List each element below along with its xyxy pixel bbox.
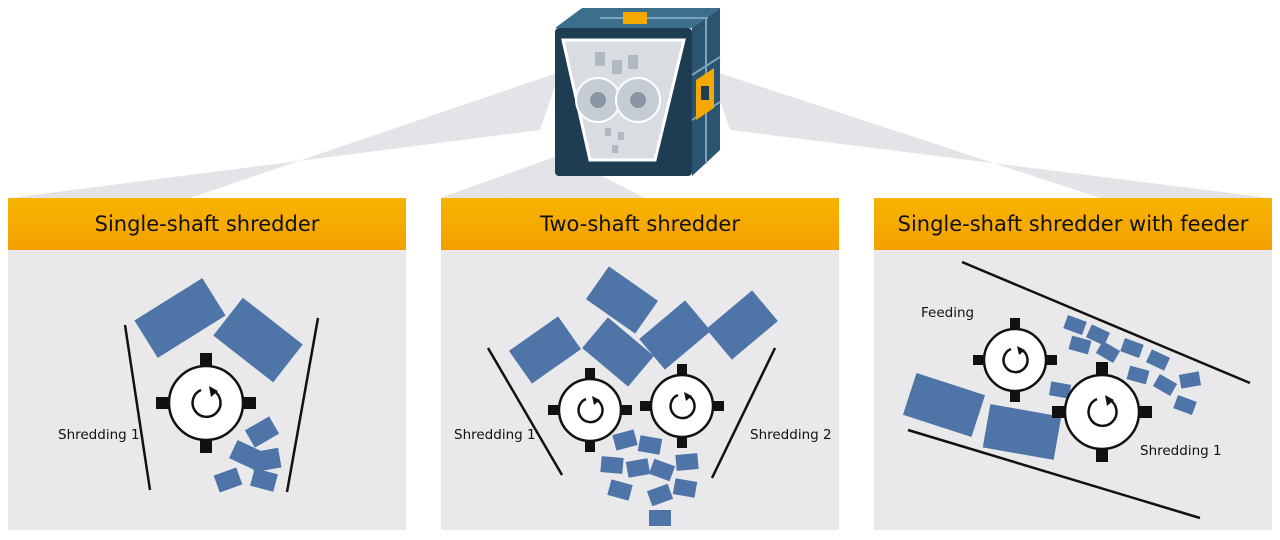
panel-title: Two-shaft shredder [540,212,740,236]
panel-single-shaft: Single-shaft shredder [8,198,406,530]
shredding-label: Shredding 2 [750,427,832,443]
panel-header: Single-shaft shredder [8,198,406,250]
shredding-label: Shredding 1 [454,427,536,443]
shredding-label: Shredding 1 [1140,443,1222,459]
panel-title: Single-shaft shredder with feeder [897,212,1249,236]
brand-logo-icon [701,86,709,100]
panel-3-drawing [902,260,1251,520]
panel-header: Two-shaft shredder [441,198,839,250]
feeding-label: Feeding [921,305,975,321]
panel-title: Single-shaft shredder [94,212,320,236]
panel-2-drawing [486,266,778,526]
shredding-label: Shredding 1 [58,427,140,443]
panel-header: Single-shaft shredder with feeder [874,198,1272,250]
panel-1-drawing [123,278,320,493]
panel-single-shaft-feeder: Single-shaft shredder with feeder [874,198,1272,530]
